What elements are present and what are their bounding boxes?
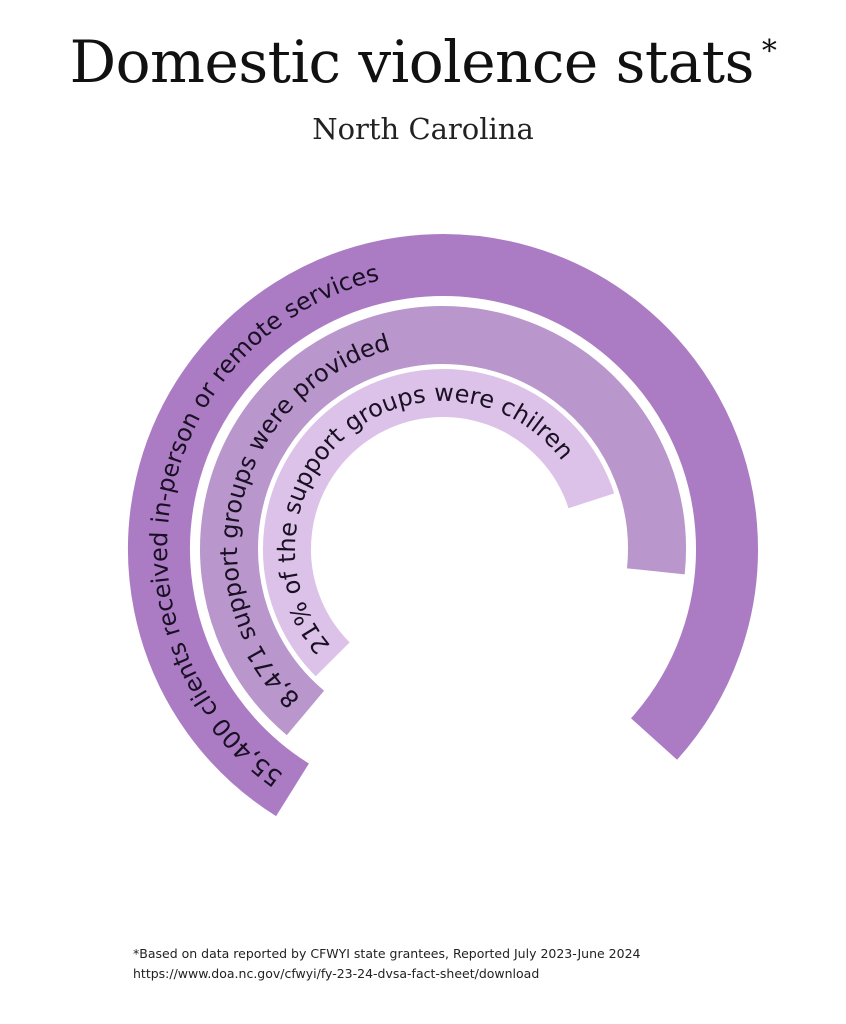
page-title: Domestic violence stats* (0, 28, 846, 96)
radial-bar-1 (128, 234, 758, 817)
title-footnote-marker: * (761, 34, 777, 69)
footnote: *Based on data reported by CFWYI state g… (133, 944, 640, 984)
footnote-source: *Based on data reported by CFWYI state g… (133, 946, 641, 961)
page-subtitle: North Carolina (312, 112, 534, 146)
footnote-url: https://www.doa.nc.gov/cfwyi/fy-23-24-dv… (133, 966, 540, 981)
title-text: Domestic violence stats (69, 28, 755, 96)
radial-bar-3 (263, 369, 615, 677)
radial-bar-2 (200, 306, 686, 736)
